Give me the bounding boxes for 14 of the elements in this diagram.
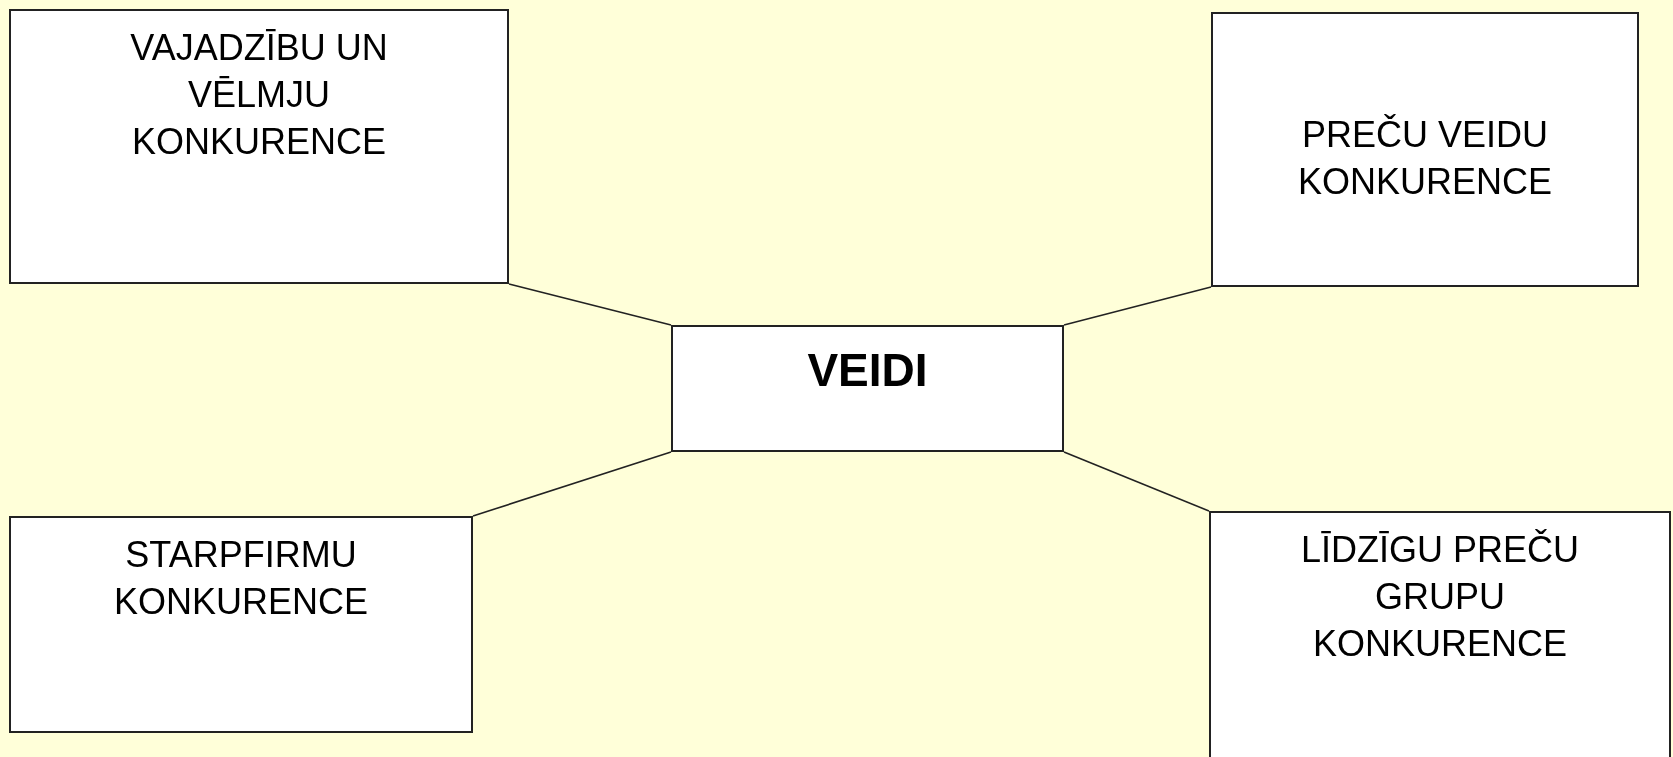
connector-line	[508, 283, 672, 326]
connector-line	[1063, 286, 1212, 326]
connector-line	[472, 451, 672, 517]
text-box	[671, 325, 1064, 452]
connector-line	[1063, 451, 1210, 512]
box-label: VAJADZĪBU UN VĒLMJU KONKURENCE	[129, 26, 389, 164]
box-label: VEIDI	[806, 343, 929, 398]
text-box	[1209, 511, 1671, 757]
box-label: PREČU VEIDU KONKURENCE	[1296, 113, 1553, 204]
text-box	[9, 9, 509, 284]
box-label: LĪDZĪGU PREČU GRUPU KONKURENCE	[1299, 528, 1580, 666]
text-box	[1211, 12, 1639, 287]
text-box	[9, 516, 473, 733]
box-label: STARPFIRMU KONKURENCE	[112, 533, 369, 624]
